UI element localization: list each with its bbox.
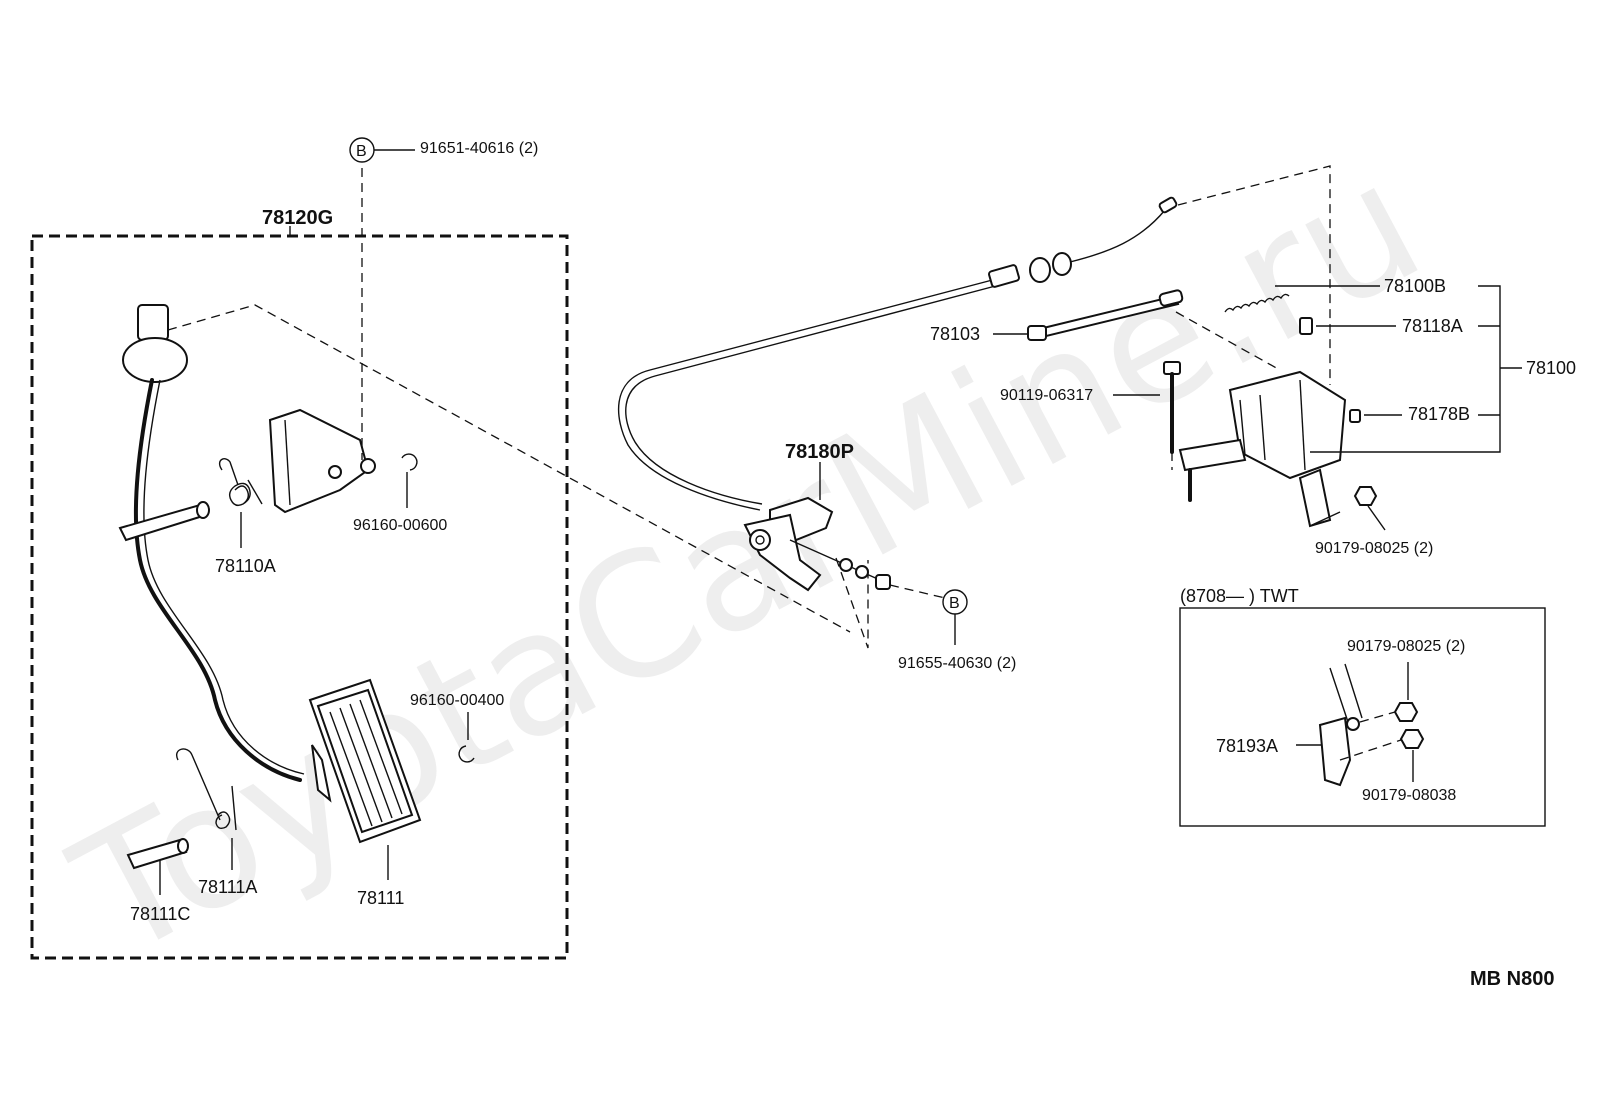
label-78118a: 78118A (1402, 316, 1463, 336)
label-78100b: 78100B (1384, 276, 1446, 296)
label-78111c: 78111C (130, 904, 190, 924)
inset-nut-90179-08038 (1399, 729, 1425, 749)
pedal-bracket (268, 408, 376, 514)
inset-twt: (8708— ) TWT 90179-08025 (2) 78193A 9017… (1179, 586, 1546, 827)
label-78110a: 78110A (215, 556, 276, 576)
group-bracket-78100 (1310, 285, 1501, 453)
label-90119-06317: 90119-06317 (1000, 387, 1093, 404)
leader-90179-a (1367, 505, 1386, 531)
label-78111a: 78111A (198, 877, 257, 897)
label-90179-08025-inset: 90179-08025 (2) (1347, 638, 1465, 655)
inset-arm (1329, 663, 1363, 729)
ref-marker-top-letter: B (356, 143, 367, 160)
pedal-assembly-group: 78120G 78110A (30, 168, 851, 960)
label-78120g: 78120G (262, 207, 333, 229)
label-78178b: 78178B (1408, 404, 1470, 424)
inset-title: (8708— ) TWT (1180, 586, 1299, 606)
pedal-pad-78111 (308, 678, 422, 844)
return-spring-78110a (218, 458, 263, 507)
pivot-pin (118, 501, 210, 542)
pedal-assembly-box (30, 234, 569, 960)
diagram-code: MB N800 (1470, 968, 1554, 990)
label-90179-08025-top: 90179-08025 (2) (1315, 540, 1433, 557)
label-78180p: 78180P (785, 441, 854, 463)
label-96160-00400: 96160-00400 (410, 692, 504, 709)
dash-bracket (835, 557, 869, 649)
label-78100: 78100 (1526, 358, 1576, 378)
accelerator-cable (618, 165, 1331, 511)
inset-nut-90179-08025 (1393, 702, 1419, 722)
pin-78111c (126, 838, 189, 870)
ref-marker-lower-letter: B (949, 595, 960, 612)
dash-bolt-lower (889, 584, 946, 599)
ref-marker-lower: B 91655-40630 (2) (898, 589, 1016, 672)
clip-96160-00600 (401, 453, 418, 471)
spring-78111a (176, 748, 237, 831)
label-90179-08038: 90179-08038 (1362, 787, 1456, 804)
label-91655-40630: 91655-40630 (2) (898, 655, 1016, 672)
cable-bracket-78180p (743, 496, 891, 592)
inset-bracket-78193a (1318, 716, 1352, 787)
dash-pedal-to-cable (167, 304, 851, 633)
label-78193a: 78193A (1216, 736, 1278, 756)
label-78103: 78103 (930, 324, 980, 344)
pedal-arm (122, 304, 305, 782)
label-91651-40616: 91651-40616 (2) (420, 140, 538, 157)
label-78111: 78111 (357, 888, 404, 908)
dash-cable-end (1177, 165, 1331, 385)
dash-rod (1175, 311, 1281, 371)
ref-marker-top: B 91651-40616 (2) (349, 137, 538, 163)
clip-96160-00400 (458, 745, 475, 763)
label-96160-00600: 96160-00600 (353, 517, 447, 534)
inset-box (1179, 607, 1546, 827)
